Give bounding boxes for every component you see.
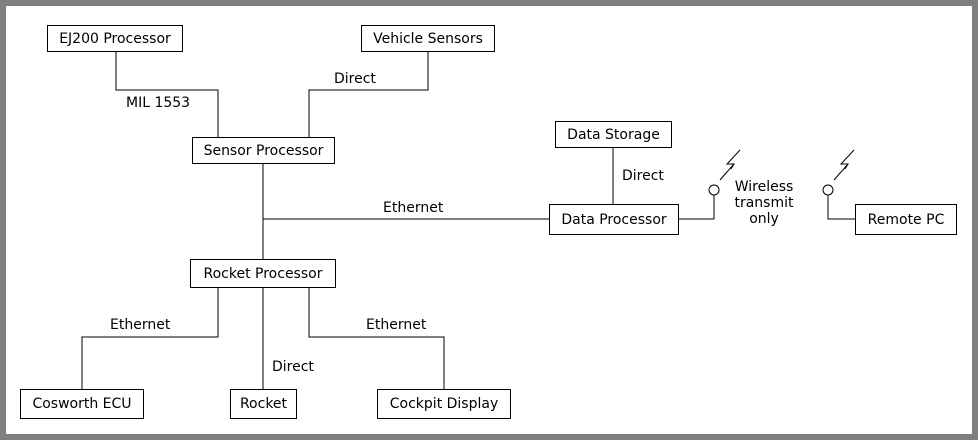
node-sensor-processor: Sensor Processor [192, 137, 335, 164]
link-rocket-cockpit [308, 288, 445, 389]
label-wireless-line2: transmit [734, 195, 794, 211]
label-ethernet-cosworth: Ethernet [110, 317, 171, 333]
label-direct-vehicle: Direct [334, 71, 376, 87]
label-ethernet-main: Ethernet [383, 200, 444, 216]
label-wireless-line3: only [749, 211, 779, 227]
label-mil-1553: MIL 1553 [126, 95, 191, 111]
node-data-processor: Data Processor [549, 204, 679, 235]
node-vehicle-sensors: Vehicle Sensors [361, 25, 495, 52]
link-dataproc-antenna [679, 195, 715, 220]
node-rocket-processor: Rocket Processor [190, 259, 336, 288]
link-antenna-remotepc [827, 195, 855, 220]
antenna-icon [822, 149, 855, 196]
link-rocket-cosworth [81, 288, 219, 389]
node-ej200-processor: EJ200 Processor [47, 25, 183, 52]
node-cosworth-ecu: Cosworth ECU [20, 389, 144, 419]
node-data-storage: Data Storage [555, 121, 672, 148]
label-ethernet-cockpit: Ethernet [366, 317, 427, 333]
node-cockpit-display: Cockpit Display [377, 389, 511, 419]
label-direct-storage: Direct [622, 168, 664, 184]
node-rocket: Rocket [230, 389, 297, 419]
link-vehicle-sensor [308, 51, 429, 137]
node-remote-pc: Remote PC [855, 204, 957, 235]
antenna-icon [708, 149, 741, 196]
link-ej200-sensor [115, 51, 219, 137]
label-wireless-line1: Wireless [734, 179, 794, 195]
label-direct-rocket: Direct [272, 359, 314, 375]
